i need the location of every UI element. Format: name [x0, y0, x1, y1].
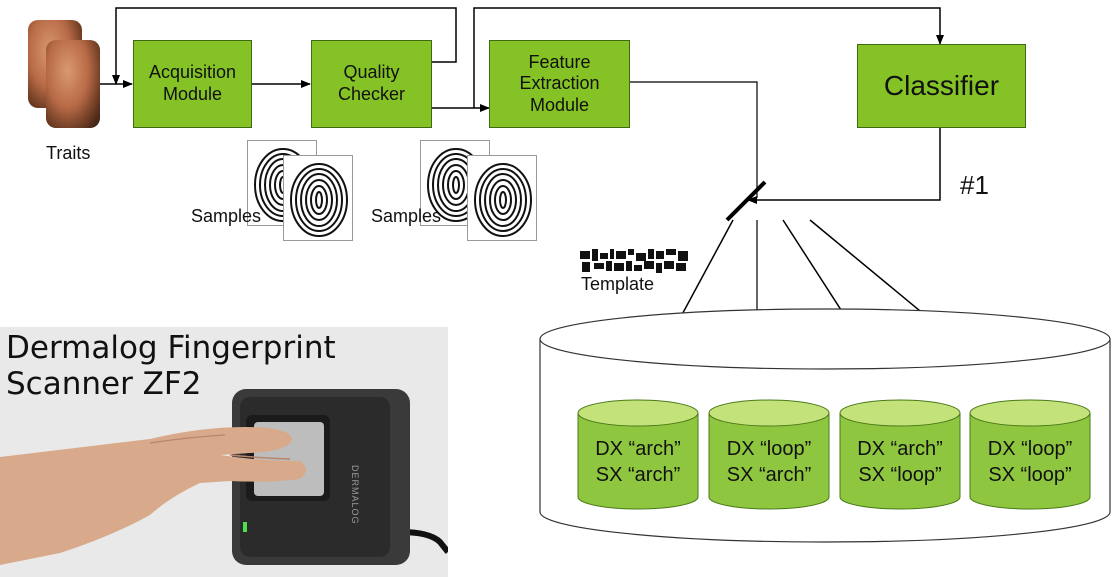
feature-extraction-module: Feature Extraction Module — [489, 40, 630, 128]
scanner-brand-text: DERMALOG — [350, 465, 360, 525]
class-cylinder-2 — [708, 399, 830, 510]
arrow-classifier-to-switch — [747, 128, 941, 204]
class-3-sx: SX “loop” — [858, 464, 942, 486]
fingerprint-sample-2b — [467, 155, 537, 241]
class-2-sx: SX “arch” — [726, 464, 812, 486]
template-code-icon — [580, 249, 688, 273]
quality-checker-module: Quality Checker — [311, 40, 432, 128]
fingerprint-sample-1b — [283, 155, 353, 241]
scanner-illustration — [0, 389, 448, 565]
class-2-text: DX “loop” SX “arch” — [709, 436, 829, 488]
class-2-dx: DX “loop” — [726, 438, 812, 460]
acquisition-module: Acquisition Module — [133, 40, 252, 128]
class-3-dx: DX “arch” — [857, 438, 943, 460]
samples-label-1: Samples — [191, 206, 262, 226]
class-4-dx: DX “loop” — [987, 438, 1073, 460]
traits-label: Traits — [46, 143, 91, 163]
arrow-quality-to-classifier — [473, 7, 944, 108]
class-cylinder-4 — [969, 399, 1091, 510]
class-cylinder-3 — [839, 399, 961, 510]
class-4-text: DX “loop” SX “loop” — [970, 436, 1090, 488]
template-label: Template — [581, 274, 655, 294]
classifier-output-label: #1 — [960, 170, 989, 200]
classifier-module: Classifier — [857, 44, 1026, 128]
arrow-quality-feedback — [112, 7, 457, 85]
class-1-sx: SX “arch” — [595, 464, 681, 486]
class-1-dx: DX “arch” — [595, 438, 681, 460]
class-1-text: DX “arch” SX “arch” — [578, 436, 698, 488]
samples-label-2: Samples — [371, 206, 442, 226]
switch-bar — [725, 180, 767, 222]
class-4-sx: SX “loop” — [988, 464, 1072, 486]
finger-photo-front — [46, 40, 100, 128]
class-cylinder-1 — [577, 399, 699, 510]
line-feature-to-switch — [630, 81, 758, 198]
scanner-title: Dermalog Fingerprint Scanner ZF2 — [6, 330, 336, 402]
class-3-text: DX “arch” SX “loop” — [840, 436, 960, 488]
